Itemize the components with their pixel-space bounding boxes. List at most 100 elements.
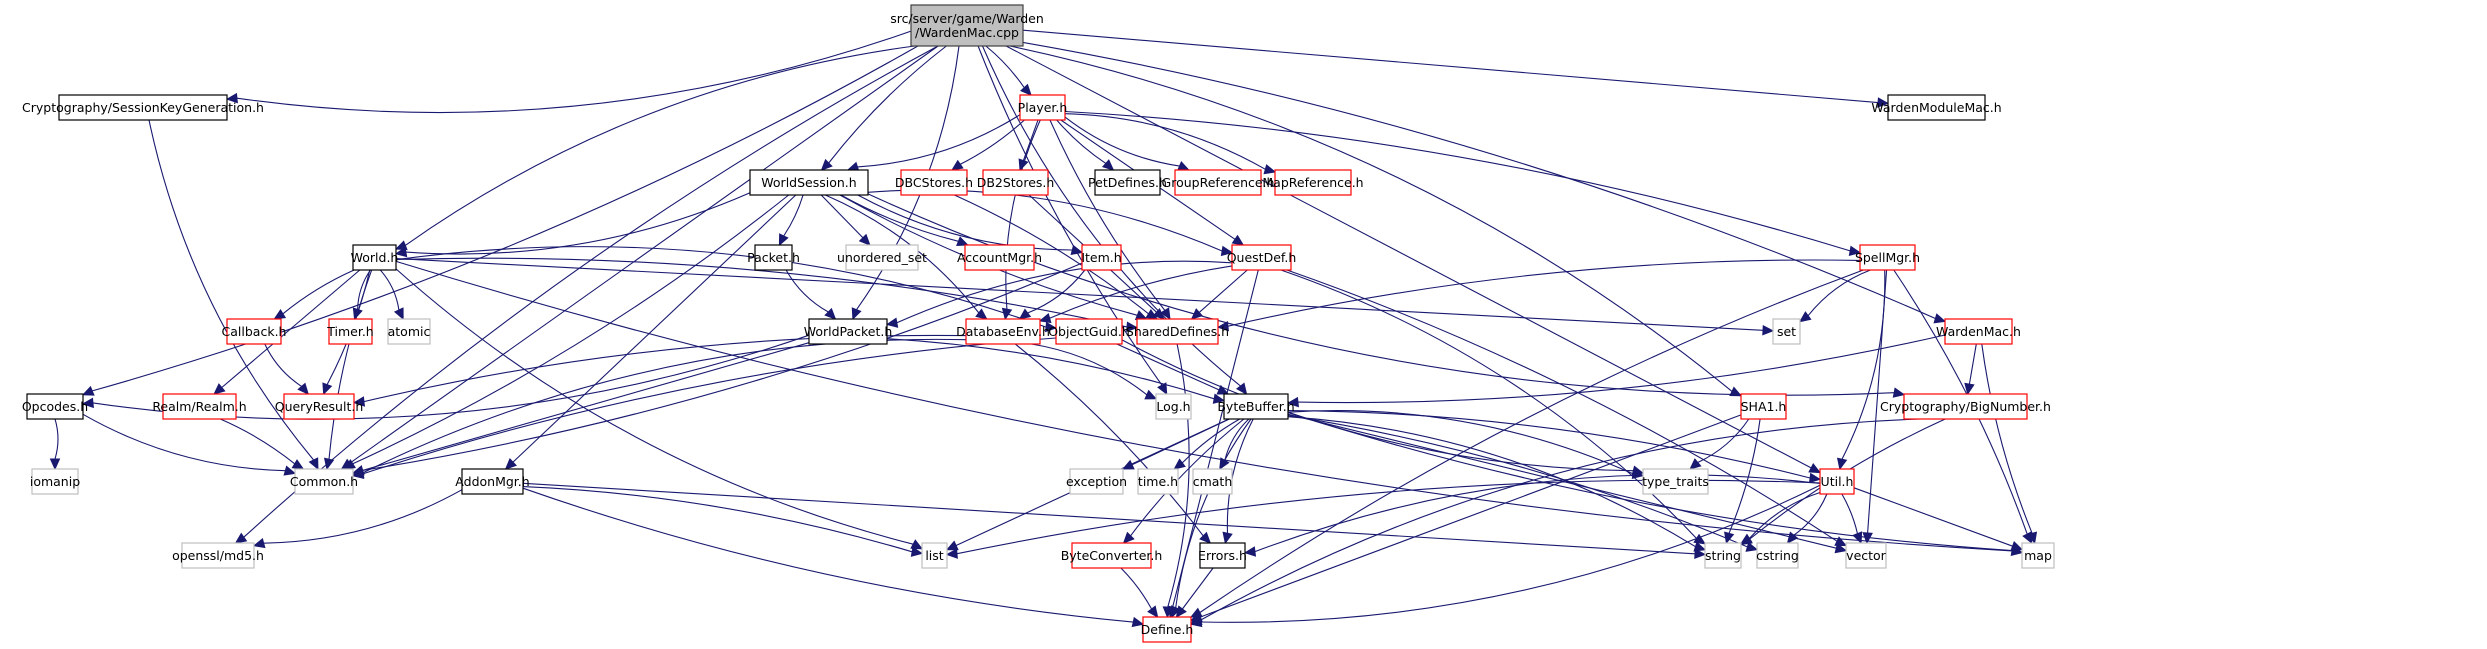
- arrowhead-icon: [1693, 541, 1707, 552]
- node-mapref[interactable]: MapReference.h: [1262, 169, 1364, 196]
- edge-wardenmac-to-bignumber: [1968, 343, 1977, 385]
- node-errors[interactable]: Errors.h: [1198, 542, 1247, 569]
- edge-worldsession-to-common: [352, 194, 790, 465]
- node-byteconverter[interactable]: ByteConverter.h: [1061, 542, 1163, 569]
- edge-bignumber-to-define: [1200, 418, 1921, 621]
- arrowhead-icon: [820, 158, 833, 171]
- arrowhead-icon: [1933, 313, 1947, 324]
- edge-bytebuffer-to-string: [1287, 416, 1696, 548]
- edge-worldsession-to-databaseenv: [825, 194, 980, 314]
- arrowhead-icon: [951, 159, 964, 171]
- node-label: map: [2024, 548, 2052, 563]
- edge-spellmgr-to-util: [1841, 269, 1886, 460]
- node-box: [754, 244, 793, 271]
- arrowhead-icon: [1762, 324, 1775, 336]
- node-spellmgr[interactable]: SpellMgr.h: [1855, 244, 1920, 271]
- node-shareddefines[interactable]: SharedDefines.h: [1126, 318, 1229, 345]
- node-label: Packet.h: [747, 250, 800, 265]
- edge-packet-to-worldpacket: [785, 269, 829, 313]
- edge-opcodes-to-common: [82, 413, 286, 472]
- node-queryresult[interactable]: QueryResult.h: [275, 393, 364, 420]
- node-player[interactable]: Player.h: [1018, 94, 1068, 121]
- arrowhead-icon: [1834, 543, 1848, 554]
- node-define[interactable]: Define.h: [1141, 616, 1194, 643]
- edge-bytebuffer-to-util: [1287, 410, 1811, 479]
- arrowhead-icon: [1190, 308, 1204, 320]
- edge-byteconverter-to-define: [1120, 567, 1153, 610]
- node-world[interactable]: World.h: [351, 244, 399, 271]
- arrowhead-icon: [213, 383, 226, 395]
- edge-worldsession-to-packet: [783, 194, 804, 237]
- node-map: map: [2021, 542, 2055, 569]
- arrowhead-icon: [352, 396, 366, 407]
- edge-util-to-cstring: [1793, 493, 1828, 536]
- node-item[interactable]: Item.h: [1081, 244, 1122, 271]
- edge-world-to-shareddefines: [395, 257, 1128, 328]
- node-worldpacket[interactable]: WorldPacket.h: [804, 318, 893, 345]
- edge-player-to-petdefines: [1056, 119, 1107, 164]
- node-label: cmath: [1193, 474, 1233, 489]
- node-timer[interactable]: Timer.h: [326, 318, 374, 345]
- node-sha1[interactable]: SHA1.h: [1740, 393, 1787, 420]
- node-box: [58, 94, 228, 121]
- node-label: iomanip: [30, 474, 80, 489]
- arrowhead-icon: [1222, 531, 1233, 545]
- node-db2stores[interactable]: DB2Stores.h: [977, 169, 1055, 196]
- node-label: Item.h: [1081, 250, 1121, 265]
- node-opcodes[interactable]: Opcodes.h: [22, 393, 88, 420]
- node-label: openssl/md5.h: [172, 548, 264, 563]
- node-box: [1704, 542, 1742, 569]
- edge-databaseenv-to-log: [1031, 343, 1148, 396]
- node-packet[interactable]: Packet.h: [747, 244, 800, 271]
- node-groupref[interactable]: GroupReference.h: [1162, 169, 1275, 196]
- node-box: [31, 468, 79, 495]
- node-callback[interactable]: Callback.h: [222, 318, 287, 345]
- edge-player-to-shareddefines: [1049, 119, 1166, 311]
- arrowhead-icon: [2010, 541, 2024, 551]
- node-bignumber[interactable]: Cryptography/BigNumber.h: [1880, 393, 2051, 420]
- node-accountmgr[interactable]: AccountMgr.h: [957, 244, 1042, 271]
- node-worldsession[interactable]: WorldSession.h: [749, 169, 869, 196]
- node-box: [26, 393, 84, 420]
- node-objectguid[interactable]: ObjectGuid.h: [1048, 318, 1130, 345]
- node-util[interactable]: Util.h: [1819, 468, 1855, 495]
- node-questdef[interactable]: QuestDef.h: [1227, 244, 1297, 271]
- node-box: [845, 244, 919, 271]
- edge-worldpacket-to-bytebuffer: [886, 338, 1215, 400]
- node-label: AccountMgr.h: [957, 250, 1042, 265]
- node-box: [1136, 318, 1219, 345]
- node-wardenmodulemac[interactable]: WardenModuleMac.h: [1871, 94, 2002, 121]
- edge-spellmgr-to-set: [1807, 269, 1871, 317]
- node-box: [1756, 542, 1799, 569]
- node-label: WorldSession.h: [761, 175, 856, 190]
- arrowhead-icon: [1808, 472, 1822, 484]
- arrowhead-icon: [945, 548, 958, 559]
- edge-addonmgr-to-string: [522, 482, 1696, 555]
- node-databaseenv[interactable]: DatabaseEnv.h: [956, 318, 1050, 345]
- node-box: [965, 318, 1041, 345]
- node-sessionkey[interactable]: Cryptography/SessionKeyGeneration.h: [22, 94, 264, 121]
- arrowhead-icon: [1131, 616, 1145, 628]
- edge-root-to-common: [349, 45, 939, 464]
- arrowhead-icon: [394, 240, 408, 251]
- node-realm[interactable]: Realm/Realm.h: [152, 393, 247, 420]
- node-root[interactable]: src/server/game/Warden/WardenMac.cpp: [890, 4, 1044, 47]
- edge-callback-to-queryresult: [264, 343, 302, 387]
- node-bytebuffer[interactable]: ByteBuffer.h: [1217, 393, 1295, 420]
- node-box: [1740, 393, 1787, 420]
- node-time: time.h: [1137, 468, 1179, 495]
- edge-player-to-dbcstores: [960, 119, 1025, 165]
- node-box: [982, 169, 1049, 196]
- arrowhead-icon: [1231, 234, 1245, 246]
- node-addonmgr[interactable]: AddonMgr.h: [455, 468, 530, 495]
- node-box: [294, 468, 354, 495]
- node-dbcstores[interactable]: DBCStores.h: [895, 169, 973, 196]
- edge-spellmgr-to-define: [1199, 269, 1864, 613]
- node-wardenmac[interactable]: WardenMac.h: [1936, 318, 2021, 345]
- arrowhead-icon: [1045, 321, 1058, 333]
- node-label: ByteConverter.h: [1061, 548, 1163, 563]
- node-petdefines[interactable]: PetDefines.h: [1088, 169, 1167, 196]
- edge-item-to-databaseenv: [1027, 269, 1086, 314]
- arrowhead-icon: [323, 457, 335, 471]
- edge-objectguid-to-type_traits: [1121, 339, 1634, 472]
